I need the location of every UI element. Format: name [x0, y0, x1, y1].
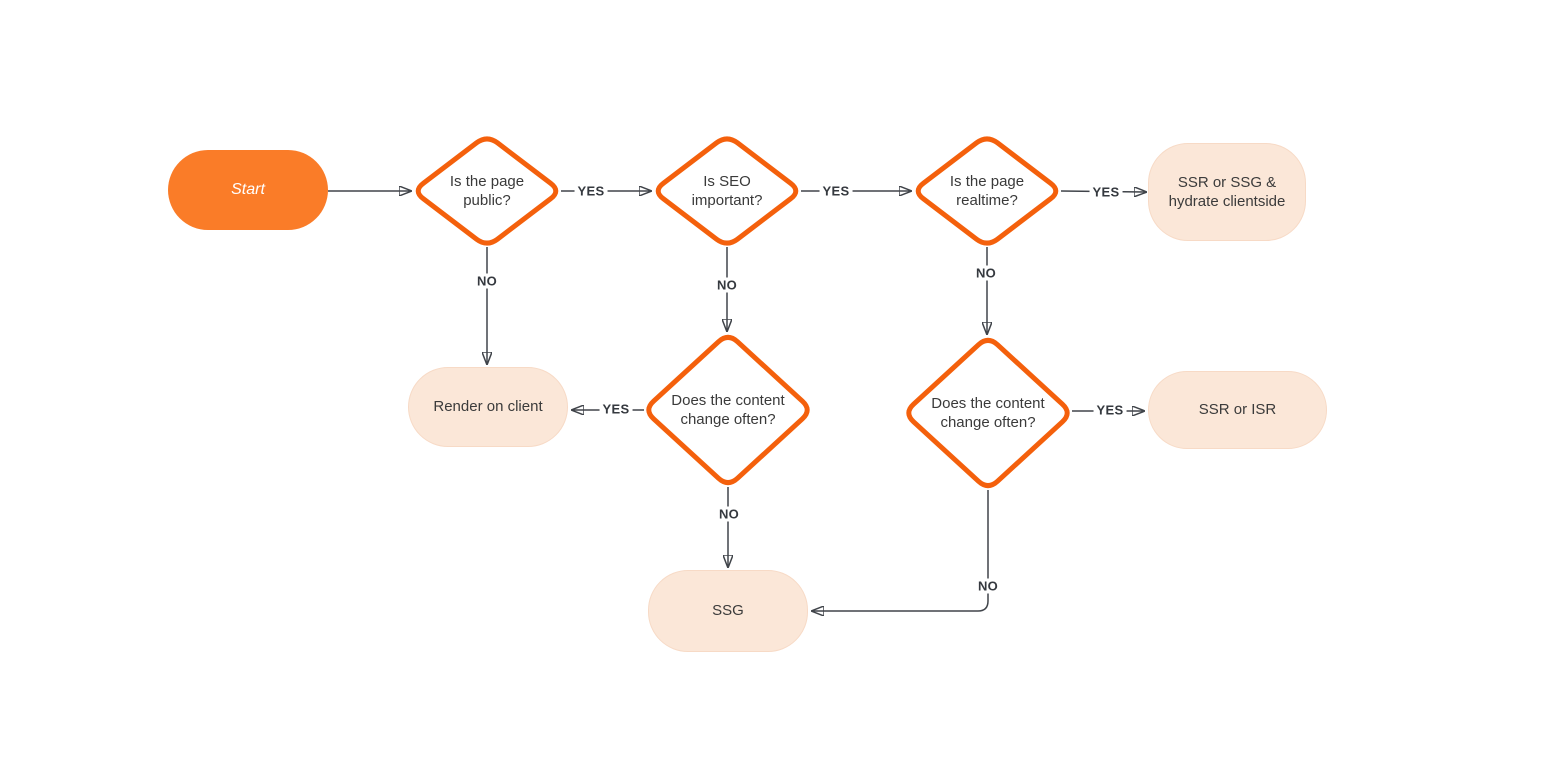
- diamond-shape: [415, 136, 559, 246]
- diamond-shape: [915, 136, 1059, 246]
- decision-label: Is SEO important?: [691, 172, 763, 210]
- decision-label: Does the content change often?: [931, 394, 1045, 432]
- edge-label-yes: YES: [1089, 184, 1123, 200]
- result-ssr-or-isr: SSR or ISR: [1148, 371, 1327, 449]
- decision-content-change-often-2: Does the content change often?: [900, 332, 1076, 494]
- diamond-shape: [646, 334, 810, 486]
- result-label: Render on client: [433, 398, 543, 416]
- start-node-label: Start: [231, 180, 265, 198]
- edge-label-yes: YES: [819, 183, 853, 199]
- start-node: Start: [168, 150, 328, 230]
- edge-label-yes: YES: [1093, 402, 1127, 418]
- edge-label-no: NO: [715, 506, 743, 522]
- edge-label-no: NO: [974, 578, 1002, 594]
- decision-label: Is the page realtime?: [949, 172, 1025, 210]
- edge-change2-no-to-ssg: [813, 490, 989, 611]
- edge-label-no: NO: [713, 277, 741, 293]
- decision-label: Does the content change often?: [671, 391, 785, 429]
- decision-is-page-realtime: Is the page realtime?: [909, 131, 1065, 251]
- decision-label: Is the page public?: [449, 172, 525, 210]
- decision-is-page-public: Is the page public?: [409, 131, 565, 251]
- decision-is-seo-important: Is SEO important?: [649, 131, 805, 251]
- diamond-shape: [655, 136, 799, 246]
- diamond-shape: [906, 337, 1070, 489]
- edge-label-no: NO: [972, 265, 1000, 281]
- result-ssg: SSG: [648, 570, 808, 652]
- edge-label-no: NO: [473, 273, 501, 289]
- result-ssr-ssg-hydrate: SSR or SSG & hydrate clientside: [1148, 143, 1306, 241]
- decision-content-change-often-1: Does the content change often?: [640, 329, 816, 491]
- edge-label-yes: YES: [599, 401, 633, 417]
- edge-label-yes: YES: [574, 183, 608, 199]
- result-render-on-client: Render on client: [408, 367, 568, 447]
- result-label: SSR or ISR: [1198, 401, 1277, 419]
- result-label: SSR or SSG & hydrate clientside: [1168, 173, 1286, 211]
- result-label: SSG: [712, 602, 744, 620]
